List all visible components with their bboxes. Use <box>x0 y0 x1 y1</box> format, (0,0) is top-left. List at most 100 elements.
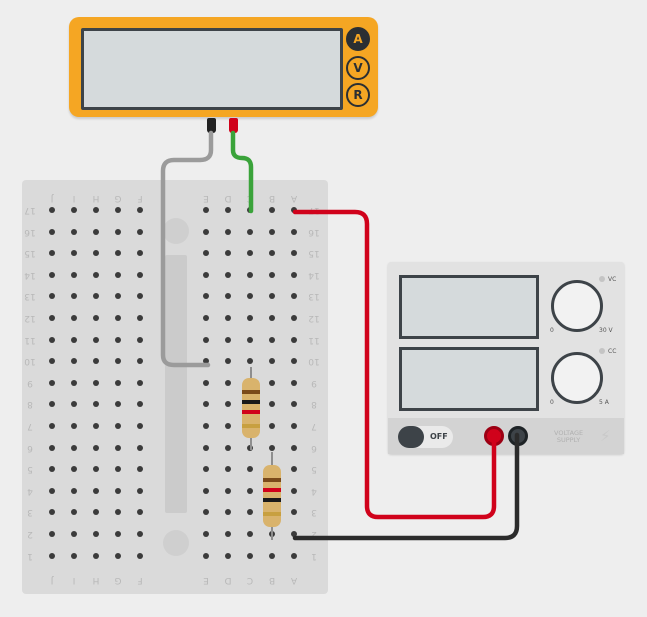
hole-I16[interactable] <box>71 228 77 235</box>
hole-H10[interactable] <box>93 358 99 365</box>
hole-I8[interactable] <box>71 401 77 408</box>
hole-J13[interactable] <box>49 293 55 300</box>
hole-I2[interactable] <box>71 531 77 537</box>
hole-J8[interactable] <box>49 401 55 408</box>
hole-I1[interactable] <box>71 552 77 559</box>
hole-B11[interactable] <box>269 336 275 343</box>
hole-F12[interactable] <box>137 315 143 321</box>
hole-C11[interactable] <box>247 336 253 343</box>
hole-B1[interactable] <box>269 552 275 559</box>
hole-J2[interactable] <box>49 531 55 537</box>
gray-probe-wire[interactable] <box>160 130 214 368</box>
hole-G16[interactable] <box>115 228 121 235</box>
hole-E2[interactable] <box>203 531 209 537</box>
hole-G6[interactable] <box>115 444 121 451</box>
hole-A15[interactable] <box>291 250 297 257</box>
hole-B16[interactable] <box>269 228 275 235</box>
hole-B8[interactable] <box>269 401 275 408</box>
hole-H12[interactable] <box>93 315 99 321</box>
hole-J14[interactable] <box>49 271 55 278</box>
hole-H5[interactable] <box>93 466 99 473</box>
hole-J9[interactable] <box>49 379 55 386</box>
hole-E13[interactable] <box>203 293 209 300</box>
hole-A16[interactable] <box>291 228 297 235</box>
hole-A3[interactable] <box>291 509 297 516</box>
hole-H6[interactable] <box>93 444 99 451</box>
hole-H17[interactable] <box>93 207 99 213</box>
hole-A14[interactable] <box>291 271 297 278</box>
hole-I13[interactable] <box>71 293 77 300</box>
multimeter[interactable]: A V R <box>69 17 378 117</box>
power-switch[interactable]: OFF <box>398 426 453 448</box>
hole-G14[interactable] <box>115 271 121 278</box>
hole-F6[interactable] <box>137 444 143 451</box>
hole-H7[interactable] <box>93 423 99 429</box>
hole-A2[interactable] <box>291 531 297 537</box>
hole-J17[interactable] <box>49 207 55 213</box>
hole-I15[interactable] <box>71 250 77 257</box>
hole-E14[interactable] <box>203 271 209 278</box>
hole-D10[interactable] <box>225 358 231 365</box>
hole-F17[interactable] <box>137 207 143 213</box>
hole-I12[interactable] <box>71 315 77 321</box>
hole-J4[interactable] <box>49 487 55 494</box>
hole-F10[interactable] <box>137 358 143 365</box>
hole-B6[interactable] <box>269 444 275 451</box>
hole-C1[interactable] <box>247 552 253 559</box>
hole-D2[interactable] <box>225 531 231 537</box>
hole-E16[interactable] <box>203 228 209 235</box>
hole-G4[interactable] <box>115 487 121 494</box>
hole-J3[interactable] <box>49 509 55 516</box>
hole-A9[interactable] <box>291 379 297 386</box>
hole-A6[interactable] <box>291 444 297 451</box>
hole-B7[interactable] <box>269 423 275 429</box>
hole-G9[interactable] <box>115 379 121 386</box>
hole-H1[interactable] <box>93 552 99 559</box>
hole-C2[interactable] <box>247 531 253 537</box>
hole-D13[interactable] <box>225 293 231 300</box>
hole-J11[interactable] <box>49 336 55 343</box>
hole-B15[interactable] <box>269 250 275 257</box>
hole-D5[interactable] <box>225 466 231 473</box>
hole-I10[interactable] <box>71 358 77 365</box>
hole-J1[interactable] <box>49 552 55 559</box>
hole-D17[interactable] <box>225 207 231 213</box>
hole-I17[interactable] <box>71 207 77 213</box>
hole-C16[interactable] <box>247 228 253 235</box>
hole-B12[interactable] <box>269 315 275 321</box>
hole-F15[interactable] <box>137 250 143 257</box>
hole-D15[interactable] <box>225 250 231 257</box>
hole-B17[interactable] <box>269 207 275 213</box>
hole-J15[interactable] <box>49 250 55 257</box>
hole-H11[interactable] <box>93 336 99 343</box>
hole-B9[interactable] <box>269 379 275 386</box>
hole-D14[interactable] <box>225 271 231 278</box>
hole-E1[interactable] <box>203 552 209 559</box>
hole-D7[interactable] <box>225 423 231 429</box>
black-power-wire[interactable] <box>292 432 520 541</box>
hole-G8[interactable] <box>115 401 121 408</box>
hole-E9[interactable] <box>203 379 209 386</box>
hole-A4[interactable] <box>291 487 297 494</box>
hole-C14[interactable] <box>247 271 253 278</box>
voltage-dial[interactable] <box>551 280 603 332</box>
hole-D3[interactable] <box>225 509 231 516</box>
hole-E15[interactable] <box>203 250 209 257</box>
hole-I5[interactable] <box>71 466 77 473</box>
hole-E12[interactable] <box>203 315 209 321</box>
hole-D11[interactable] <box>225 336 231 343</box>
hole-D4[interactable] <box>225 487 231 494</box>
hole-G10[interactable] <box>115 358 121 365</box>
hole-D1[interactable] <box>225 552 231 559</box>
hole-E5[interactable] <box>203 466 209 473</box>
hole-D12[interactable] <box>225 315 231 321</box>
hole-J16[interactable] <box>49 228 55 235</box>
hole-F1[interactable] <box>137 552 143 559</box>
hole-G7[interactable] <box>115 423 121 429</box>
hole-A10[interactable] <box>291 358 297 365</box>
hole-C12[interactable] <box>247 315 253 321</box>
hole-J7[interactable] <box>49 423 55 429</box>
hole-F5[interactable] <box>137 466 143 473</box>
hole-H9[interactable] <box>93 379 99 386</box>
hole-D9[interactable] <box>225 379 231 386</box>
